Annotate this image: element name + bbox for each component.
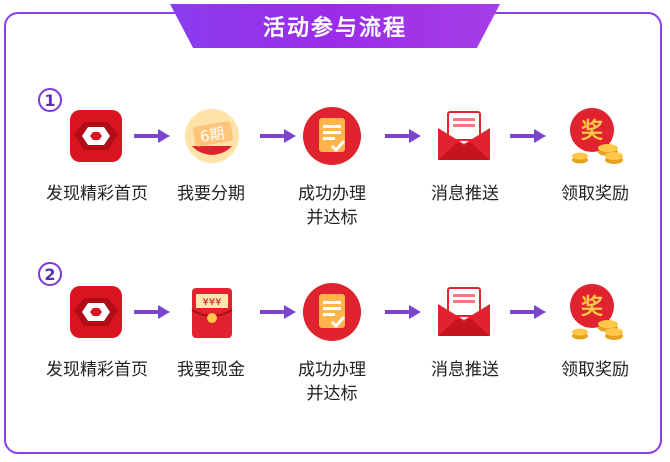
arrow-right-icon bbox=[510, 305, 546, 319]
arrow-right-icon bbox=[134, 129, 170, 143]
step-label: 成功办理 bbox=[298, 184, 366, 204]
arrow-right-icon bbox=[260, 129, 296, 143]
step-label-line2: 并达标 bbox=[306, 384, 358, 404]
step-label: 领取奖励 bbox=[561, 184, 629, 204]
row-2-number: 2 bbox=[38, 262, 62, 286]
arrow-right-icon bbox=[510, 129, 546, 143]
arrow-right-icon bbox=[385, 129, 421, 143]
reward-badge: 奖 bbox=[581, 294, 604, 320]
step-label: 领取奖励 bbox=[561, 360, 629, 380]
reward-coins-icon: 奖 bbox=[570, 108, 623, 164]
step-label: 我要现金 bbox=[177, 360, 245, 380]
arrow-right-icon bbox=[385, 305, 421, 319]
arrow-right-icon bbox=[260, 305, 296, 319]
step-label: 成功办理 bbox=[298, 360, 366, 380]
installment-badge: 6期 bbox=[199, 124, 226, 146]
app-logo-icon bbox=[70, 110, 122, 162]
reward-coins-icon: 奖 bbox=[570, 284, 623, 340]
app-logo-icon bbox=[70, 286, 122, 338]
envelope-message-icon bbox=[438, 287, 490, 336]
installment-6-periods-icon: 6期 bbox=[185, 109, 239, 163]
flow-panel bbox=[4, 12, 662, 454]
document-check-icon bbox=[303, 107, 361, 165]
step-label: 我要分期 bbox=[177, 184, 245, 204]
step-label: 消息推送 bbox=[431, 360, 499, 380]
red-envelope-cash-icon: ¥¥¥ bbox=[191, 288, 233, 338]
reward-badge: 奖 bbox=[581, 118, 604, 144]
step-label: 发现精彩首页 bbox=[46, 360, 148, 380]
step-label: 发现精彩首页 bbox=[46, 184, 148, 204]
row-1-number: 1 bbox=[38, 88, 62, 112]
step-label: 消息推送 bbox=[431, 184, 499, 204]
flow-title: 活动参与流程 bbox=[170, 4, 500, 48]
step-label-line2: 并达标 bbox=[306, 208, 358, 228]
cash-badge: ¥¥¥ bbox=[202, 297, 221, 308]
envelope-message-icon bbox=[438, 111, 490, 160]
arrow-right-icon bbox=[134, 305, 170, 319]
document-check-icon bbox=[303, 283, 361, 341]
